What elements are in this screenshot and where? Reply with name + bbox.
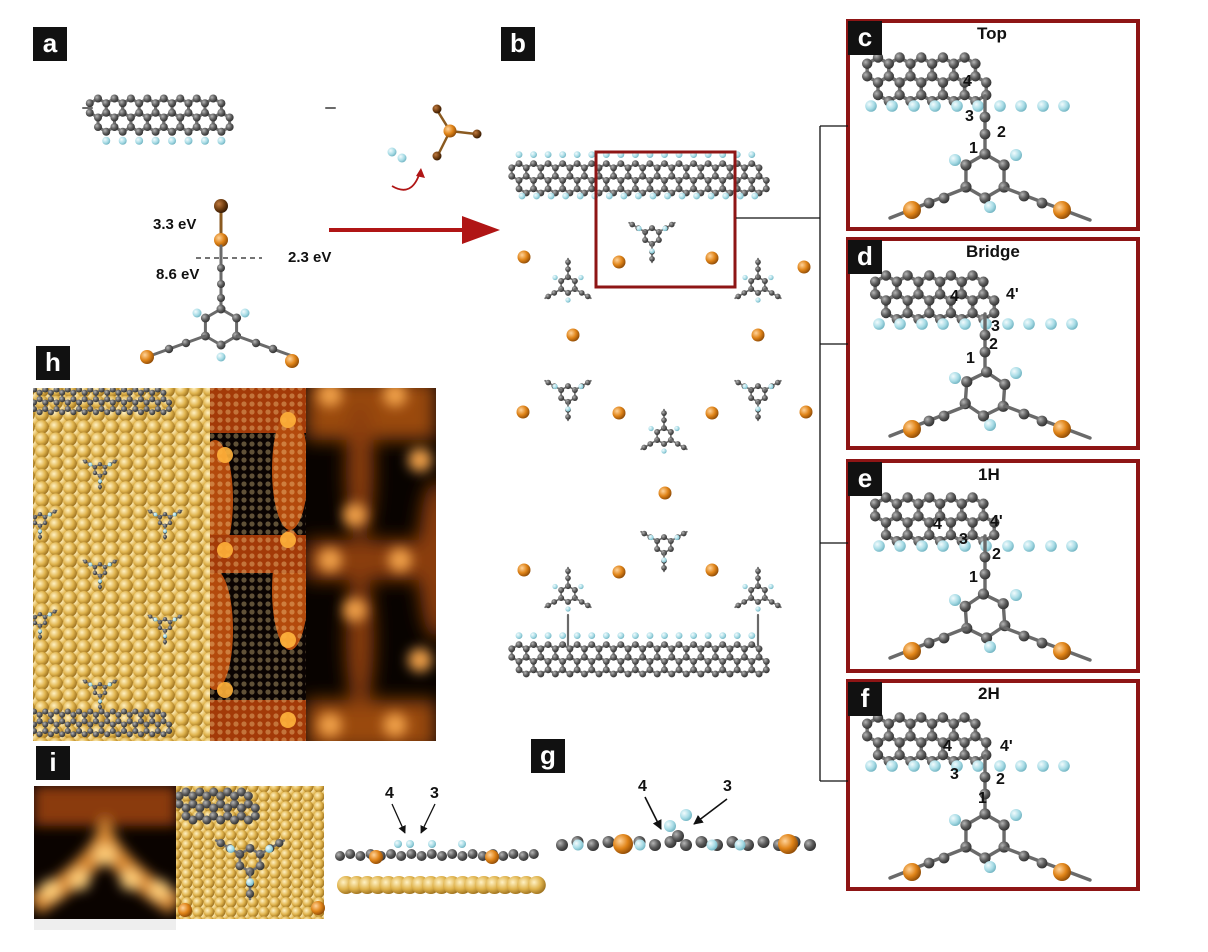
panel-a-structures (82, 94, 482, 368)
panel-d-atom-3: 3 (991, 318, 1000, 335)
energy-label-bottom: 8.6 eV (156, 266, 200, 283)
panel-d-atom-1: 1 (966, 350, 975, 367)
arrows-and-connectors (329, 125, 848, 834)
panel-i-images (34, 786, 546, 930)
panel-f-atom-3: 3 (950, 766, 959, 783)
panel-label-c: c (848, 21, 882, 55)
panel-c-atom-2: 2 (997, 124, 1006, 141)
panel-g-label-4: 4 (638, 778, 647, 795)
panel-d-title: Bridge (966, 242, 1020, 261)
panel-f-atom-2: 2 (996, 771, 1005, 788)
panel-i-label-4: 4 (385, 785, 394, 802)
panel-h-images (33, 388, 436, 741)
panel-e-atom-4: 4 (933, 516, 942, 533)
panels-c-f-structures (861, 52, 1092, 882)
panel-e-atom-2: 2 (992, 546, 1001, 563)
panel-label-a: a (33, 27, 67, 61)
panel-c-atom-1: 1 (969, 140, 978, 157)
panel-d-atom-4-prime: 4' (1006, 286, 1019, 303)
panel-label-d: d (848, 240, 882, 274)
panel-i-label-3: 3 (430, 785, 439, 802)
panel-f-atom-4-prime: 4' (1000, 738, 1013, 755)
panel-e-title: 1H (978, 465, 1000, 484)
panel-e-atom-1: 1 (969, 569, 978, 586)
panel-g-label-3: 3 (723, 778, 732, 795)
panel-label-f: f (848, 682, 882, 716)
energy-label-side: 2.3 eV (288, 249, 332, 266)
panel-f-title: 2H (978, 684, 1000, 703)
panel-b-network (508, 150, 813, 678)
energy-label-top: 3.3 eV (153, 216, 197, 233)
panel-d-atom-4: 4 (950, 288, 959, 305)
panel-e-atom-3: 3 (959, 531, 968, 548)
panel-label-h: h (36, 346, 70, 380)
panel-label-b: b (501, 27, 535, 61)
panel-c-atom-4: 4 (963, 73, 972, 90)
panel-label-e: e (848, 462, 882, 496)
panel-label-g: g (531, 739, 565, 773)
panel-f-atom-4: 4 (943, 738, 952, 755)
panel-e-atom-4-prime: 4' (990, 513, 1003, 530)
panel-c-atom-3: 3 (965, 108, 974, 125)
panel-label-i: i (36, 746, 70, 780)
panel-c-title: Top (977, 24, 1007, 43)
panel-f-atom-1: 1 (978, 790, 987, 807)
panel-d-atom-2: 2 (989, 336, 998, 353)
panel-g-side-view (556, 809, 816, 854)
